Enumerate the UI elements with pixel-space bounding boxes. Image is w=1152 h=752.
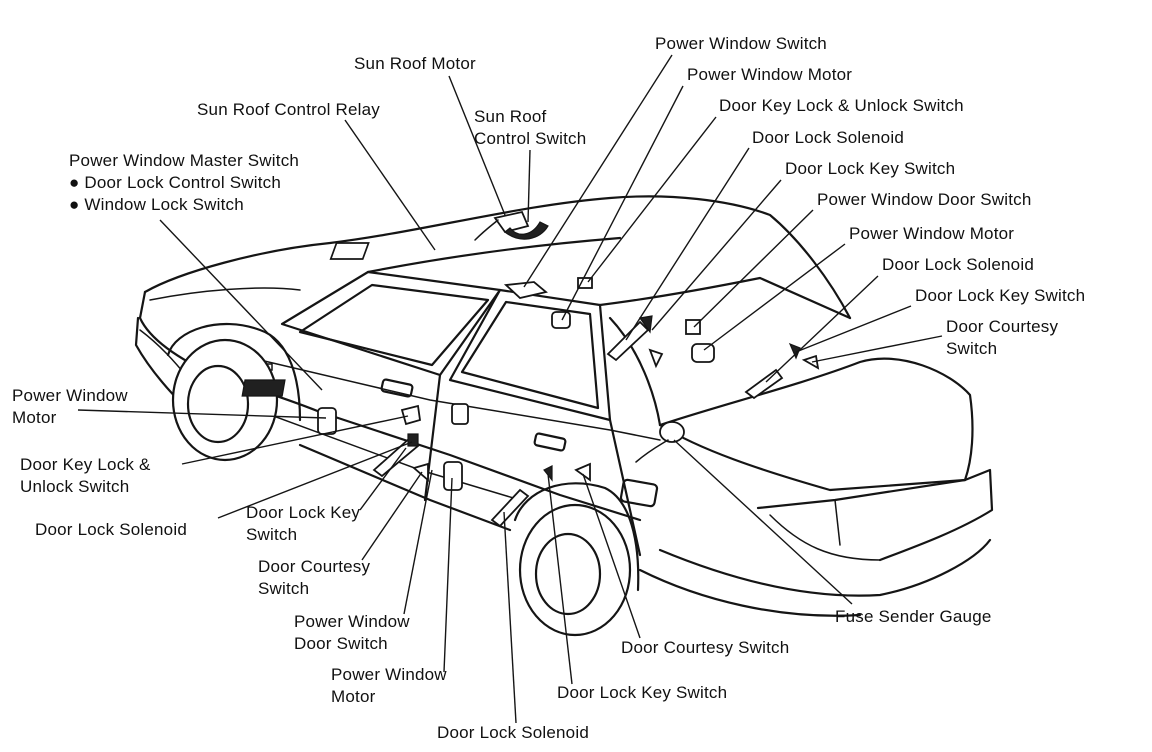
label-line: Power Window	[331, 665, 447, 684]
label-door-lock-solenoid-right: Door Lock Solenoid	[882, 255, 1034, 274]
car-body	[134, 195, 994, 617]
label-door-lock-solenoid-left: Door Lock Solenoid	[35, 520, 187, 539]
label-door-lock-solenoid-rear: Door Lock Solenoid	[437, 723, 589, 742]
label-line: Switch	[946, 339, 998, 358]
label-door-key-lock-unlock-switch-left: Door Key Lock & Unlock Switch	[20, 454, 151, 498]
label-line: Power Window Master Switch	[69, 151, 300, 170]
label-fuse-sender-gauge: Fuse Sender Gauge	[835, 607, 992, 626]
label-door-courtesy-switch-rear: Door Courtesy Switch	[621, 638, 790, 657]
label-line: Motor	[12, 408, 57, 427]
label-line: Motor	[331, 687, 376, 706]
label-power-window-motor-right: Power Window Motor	[849, 224, 1015, 243]
label-line: ● Door Lock Control Switch	[69, 173, 281, 192]
label-line: Sun Roof	[474, 107, 547, 126]
label-power-window-switch-top: Power Window Switch	[655, 34, 827, 53]
label-door-courtesy-switch-right: Door Courtesy Switch	[946, 316, 1058, 360]
label-power-window-door-switch-rear: Power Window Door Switch	[294, 611, 410, 655]
label-power-window-door-switch-right: Power Window Door Switch	[817, 190, 1032, 209]
front-wheel	[166, 322, 302, 462]
label-line: Door Key Lock &	[20, 455, 151, 474]
label-line: Door Courtesy	[258, 557, 371, 576]
label-door-key-lock-unlock-switch-top: Door Key Lock & Unlock Switch	[719, 96, 964, 115]
label-door-lock-key-switch-front: Door Lock Key Switch	[246, 502, 360, 546]
label-sun-roof-control-switch: Sun Roof Control Switch	[474, 106, 586, 150]
label-power-window-motor-left: Power Window Motor	[12, 385, 128, 429]
label-door-courtesy-switch-front: Door Courtesy Switch	[258, 556, 370, 600]
label-door-lock-key-switch-right: Door Lock Key Switch	[915, 286, 1086, 305]
label-door-lock-key-switch-top: Door Lock Key Switch	[785, 159, 956, 178]
label-power-window-motor-rear: Power Window Motor	[331, 664, 447, 708]
label-power-window-master-switch: Power Window Master Switch ● Door Lock C…	[69, 150, 299, 216]
leader-lines	[77, 54, 943, 724]
label-door-lock-key-switch-rear: Door Lock Key Switch	[557, 683, 728, 702]
label-line: ● Window Lock Switch	[69, 195, 244, 214]
label-line: Power Window	[12, 386, 128, 405]
label-sun-roof-control-relay: Sun Roof Control Relay	[197, 100, 380, 119]
label-line: Unlock Switch	[20, 477, 130, 496]
label-line: Door Switch	[294, 634, 388, 653]
label-line: Door Courtesy	[946, 317, 1059, 336]
label-line: Switch	[258, 579, 310, 598]
label-line: Switch	[246, 525, 298, 544]
label-door-lock-solenoid-top: Door Lock Solenoid	[752, 128, 904, 147]
rear-wheel	[513, 482, 640, 637]
label-sun-roof-motor: Sun Roof Motor	[354, 54, 476, 73]
label-line: Control Switch	[474, 129, 587, 148]
label-line: Door Lock Key	[246, 503, 361, 522]
label-line: Power Window	[294, 612, 410, 631]
label-power-window-motor-top: Power Window Motor	[687, 65, 853, 84]
components	[241, 210, 820, 528]
